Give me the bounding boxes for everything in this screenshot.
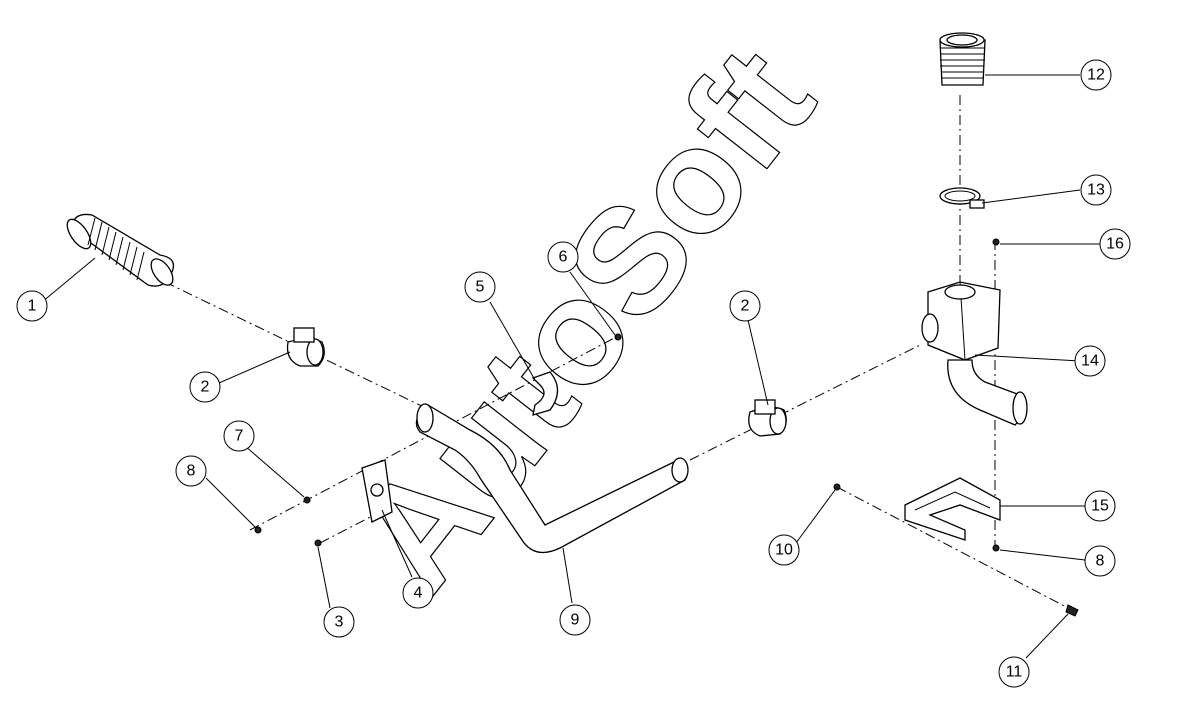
mount-bracket-icon xyxy=(904,477,1001,541)
callout-7: 7 xyxy=(223,420,255,452)
bellows-icon xyxy=(939,32,986,86)
callout-label: 13 xyxy=(1087,182,1105,199)
callout-14: 14 xyxy=(1074,345,1106,377)
bolt-icon xyxy=(1065,604,1079,617)
callout-9: 9 xyxy=(559,604,591,636)
callout-3: 3 xyxy=(323,606,355,638)
callout-label: 15 xyxy=(1091,498,1109,515)
bolt-icon xyxy=(992,238,1000,246)
nut-icon xyxy=(992,544,1000,552)
callout-label: 2 xyxy=(201,379,210,396)
bolt-icon xyxy=(314,539,322,547)
callout-label: 5 xyxy=(476,279,485,296)
leader-lines xyxy=(41,74,1100,659)
callout-label: 1 xyxy=(28,298,37,315)
callout-6: 6 xyxy=(547,241,579,273)
fastener-dots xyxy=(254,238,1079,617)
bracket-icon xyxy=(531,371,559,416)
callout-16: 16 xyxy=(1099,228,1131,260)
callout-label: 4 xyxy=(414,585,423,602)
callout-1: 1 xyxy=(16,290,48,322)
callout-8-left: 8 xyxy=(175,455,207,487)
hose-clamp-icon xyxy=(748,399,787,437)
exhaust-pipe-icon xyxy=(415,403,689,554)
callout-label: 7 xyxy=(235,428,244,445)
callout-8-right: 8 xyxy=(1084,545,1116,577)
callout-2-left: 2 xyxy=(189,371,221,403)
callout-label: 8 xyxy=(1096,553,1105,570)
callout-15: 15 xyxy=(1084,490,1116,522)
callout-label: 6 xyxy=(559,249,568,266)
nut-icon xyxy=(833,483,841,491)
callout-label: 10 xyxy=(775,542,793,559)
callout-label: 9 xyxy=(571,612,580,629)
callout-5: 5 xyxy=(464,271,496,303)
callout-label: 14 xyxy=(1081,353,1099,370)
callout-4: 4 xyxy=(402,577,434,609)
callout-13: 13 xyxy=(1080,174,1112,206)
callout-label: 8 xyxy=(187,463,196,480)
callout-11: 11 xyxy=(998,656,1030,688)
callout-label: 16 xyxy=(1106,236,1124,253)
washer-icon xyxy=(254,526,262,534)
callout-label: 2 xyxy=(741,298,750,315)
flex-hose-icon xyxy=(66,213,175,287)
hose-clamp-icon xyxy=(286,327,325,367)
callout-label: 11 xyxy=(1006,664,1023,681)
callout-label: 12 xyxy=(1087,67,1105,84)
nut-icon xyxy=(303,496,311,504)
callout-2-right: 2 xyxy=(729,290,761,322)
callout-10: 10 xyxy=(768,534,800,566)
callout-12: 12 xyxy=(1080,59,1112,91)
callout-label: 3 xyxy=(335,614,344,631)
outlet-box-icon xyxy=(921,281,1028,426)
bolt-icon xyxy=(614,333,622,341)
band-clamp-icon xyxy=(939,187,985,209)
bracket-icon xyxy=(361,459,393,523)
